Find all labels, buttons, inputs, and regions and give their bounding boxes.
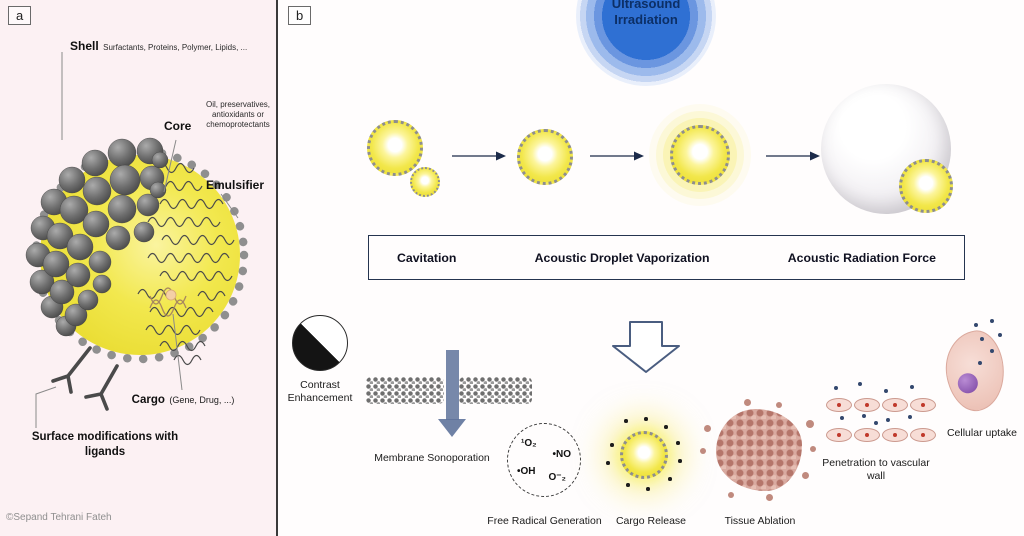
droplet-pair-large [367,120,423,176]
cargo-release-group [606,417,682,491]
penetration-label: Penetration to vascular wall [822,457,930,482]
droplet-cavitation [517,129,573,185]
membrane-sonoporation-label: Membrane Sonoporation [374,452,490,464]
core-desc: Oil, preservatives, antioxidants or chem… [205,100,271,129]
tissue-ablation-label: Tissue Ablation [724,515,796,527]
shell-label: Shell Surfactants, Proteins, Polymer, Li… [70,37,247,55]
ultrasound-label-line2: Irradiation [614,12,678,27]
ultrasound-source-icon: Ultrasound Irradiation [576,0,716,86]
cargo-release-label: Cargo Release [615,515,687,527]
mechanism-radiation-force: Acoustic Radiation Force [787,250,936,265]
sonoporation-arrowhead [438,419,466,437]
contrast-enhancement-label: Contrast Enhancement [287,379,353,404]
radical-nitric-oxide: •NO [552,449,571,460]
copyright: ©Sepand Tehrani Fateh [6,512,112,523]
nanodroplet-diagram [25,52,249,428]
shell-title: Shell [70,39,99,53]
droplet-vaporizing [670,125,730,185]
ligands [51,346,119,411]
cargo-label: Cargo (Gene, Drug, ...) [116,390,250,408]
arrow-right-icon [766,151,820,161]
vascular-wall-row-bottom [826,428,936,442]
cellular-uptake-label: Cellular uptake [946,427,1018,439]
cargo-desc: (Gene, Drug, ...) [169,395,235,405]
surface-modifications-label: Surface modifications with ligands [31,431,179,458]
sonoporation-arrow [446,350,459,420]
membrane-left [366,377,444,404]
contrast-enhancement-icon [292,315,348,371]
cargo-dna [149,287,187,317]
shell-desc: Surfactants, Proteins, Polymer, Lipids, … [103,43,248,52]
radical-hydroxyl: •OH [517,466,536,477]
cell-nucleus [956,371,980,395]
tissue-ablation-icon [716,409,802,491]
membrane-right [459,377,532,404]
mechanism-cavitation: Cavitation [397,250,457,265]
panel-a-tag: a [8,6,32,25]
ultrasound-label: Ultrasound Irradiation [576,0,716,28]
arrow-right-icon [452,151,506,161]
free-radical-generation-label: Free Radical Generation [487,515,602,527]
radical-singlet-oxygen: ¹O₂ [521,438,537,449]
panel-a: a Shell Surfactants, Proteins, Polymer, … [0,0,279,536]
arrow-down-outline-icon [612,321,680,373]
droplet-pair-small [410,167,440,197]
arrow-right-icon [590,151,644,161]
ultrasound-label-line1: Ultrasound [611,0,681,11]
cargo-release-droplet [620,431,668,479]
vascular-wall-row-top [826,398,936,412]
core-title: Core [164,119,192,133]
cargo-title: Cargo [131,394,165,406]
mechanisms-box: Cavitation Acoustic Droplet Vaporization… [368,235,965,280]
free-radical-circle: ¹O₂ •NO •OH O⁻₂ [507,423,581,497]
emulsifier-label: Emulsifier [206,178,265,192]
panel-b-tag: b [288,6,312,25]
mechanism-droplet-vaporization: Acoustic Droplet Vaporization [534,250,710,265]
vascular-wall-group [826,382,936,458]
radical-superoxide: O⁻₂ [548,472,567,483]
droplet-beside-bubble [899,159,953,213]
cell-icon [940,326,1010,416]
